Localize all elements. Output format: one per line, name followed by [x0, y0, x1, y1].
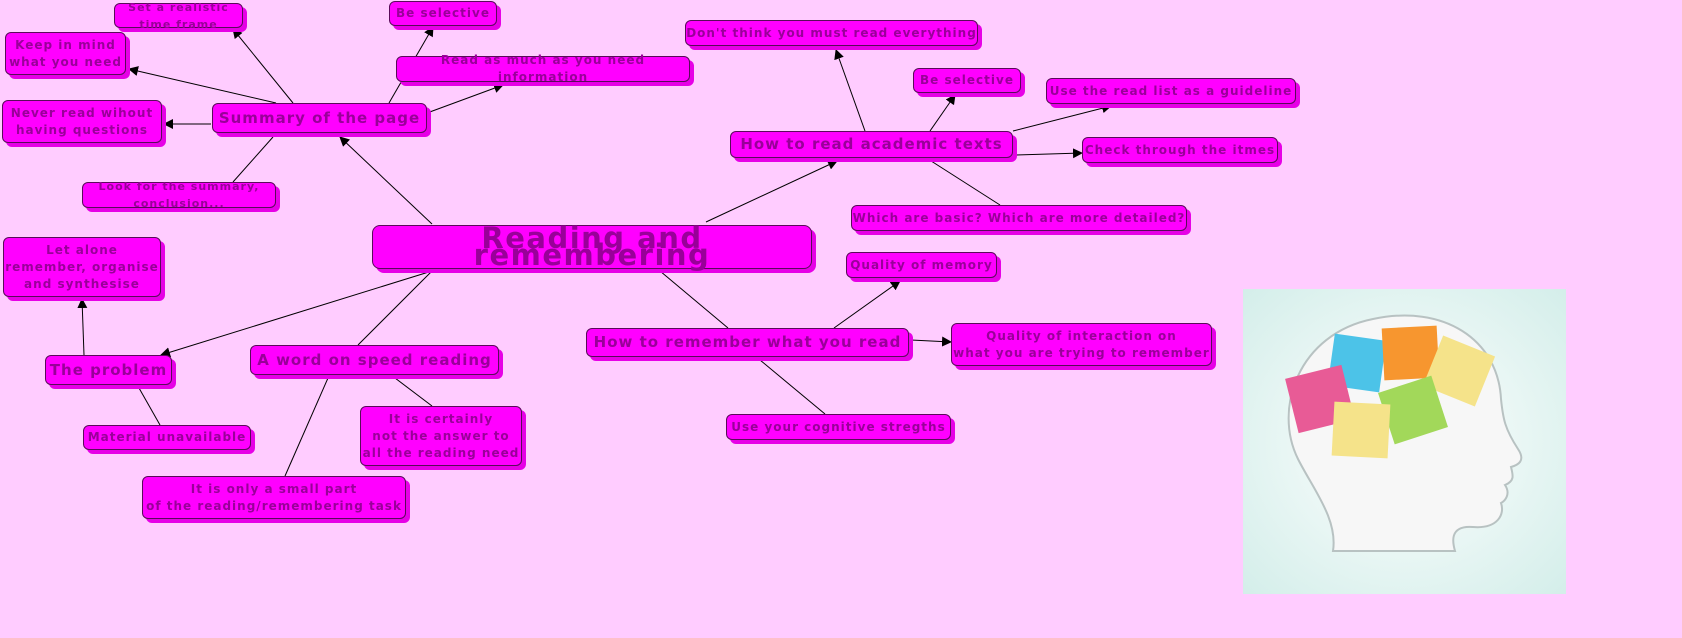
arrow-connector	[1014, 148, 1083, 159]
arrow-connector	[1012, 103, 1112, 132]
speed-node[interactable]: A word on speed reading	[250, 345, 499, 375]
remember-node[interactable]: How to remember what you read	[586, 328, 909, 357]
which-basic-node[interactable]: Which are basic? Which are more detailed…	[851, 205, 1187, 231]
let-alone-node[interactable]: Let alone remember, organise and synthes…	[3, 237, 161, 297]
be-selective-node[interactable]: Be selective	[389, 1, 497, 26]
cognitive-node[interactable]: Use your cognitive stregths	[726, 414, 951, 440]
arrow-connector	[834, 49, 866, 132]
set-time-node[interactable]: Set a realistic time frame	[114, 1, 243, 31]
academic-node[interactable]: How to read academic texts	[730, 131, 1013, 158]
line-connector	[357, 270, 433, 346]
arrow-connector	[426, 83, 504, 114]
dont-think-node[interactable]: Don't think you must read everything	[685, 20, 978, 46]
head-sticky-notes-image	[1243, 289, 1566, 594]
read-list-node[interactable]: Use the read list as a guideline	[1046, 78, 1296, 104]
quality-interaction-node[interactable]: Quality of interaction on what you are t…	[951, 323, 1212, 366]
quality-memory-node[interactable]: Quality of memory	[846, 252, 997, 278]
line-connector	[659, 270, 729, 329]
be-selective-2-node[interactable]: Be selective	[913, 68, 1021, 93]
line-connector	[284, 377, 329, 477]
line-connector	[394, 377, 433, 407]
check-items-node[interactable]: Check through the itmes	[1082, 137, 1278, 163]
line-connector	[927, 158, 1001, 206]
arrow-connector	[77, 298, 88, 356]
certainly-node[interactable]: It is certainly not the answer to all th…	[360, 406, 522, 466]
line-connector	[232, 136, 274, 183]
problem-node[interactable]: The problem	[45, 355, 172, 385]
line-connector	[138, 387, 161, 426]
summary-node[interactable]: Summary of the page	[212, 103, 427, 133]
keep-mind-node[interactable]: Keep in mind what you need	[5, 32, 126, 75]
arrow-connector	[128, 66, 277, 104]
look-summary-node[interactable]: Look for the summary, conclusion...	[82, 180, 276, 210]
arrow-connector	[339, 136, 433, 225]
arrow-connector	[232, 28, 294, 104]
arrow-connector	[929, 94, 956, 132]
read-as-much-node[interactable]: Read as much as you need information	[396, 53, 690, 84]
material-node[interactable]: Material unavailable	[83, 425, 251, 450]
arrow-connector	[705, 160, 838, 223]
arrow-connector	[833, 280, 901, 329]
arrow-connector	[160, 270, 433, 358]
never-read-node[interactable]: Never read wihout having questions	[2, 100, 162, 143]
central-topic[interactable]: Reading and remembering	[372, 224, 812, 270]
arrow-connector	[910, 336, 952, 347]
sticky-notes	[1285, 325, 1496, 459]
line-connector	[759, 359, 826, 415]
small-part-node[interactable]: It is only a small part of the reading/r…	[142, 476, 406, 519]
